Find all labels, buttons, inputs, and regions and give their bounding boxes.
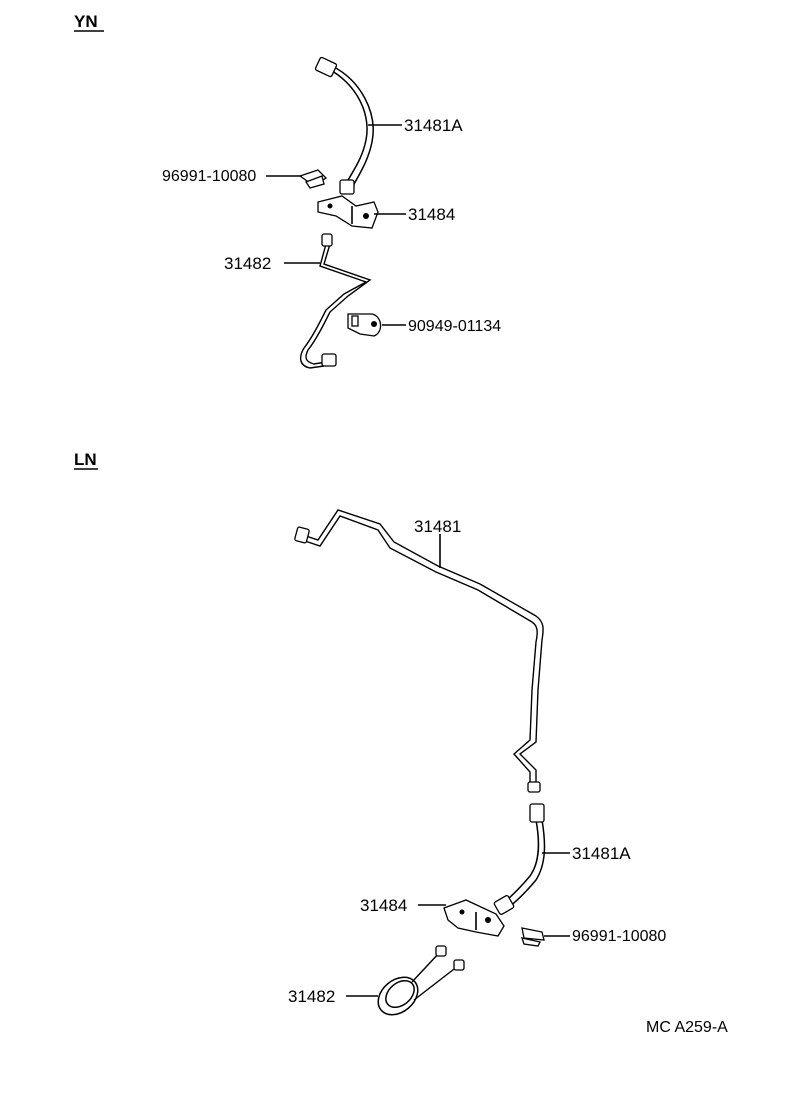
ln-bracket[interactable] <box>443 899 505 937</box>
label-ln-96991-10080: 96991-10080 <box>572 928 666 945</box>
label-ln-31481: 31481 <box>414 517 461 536</box>
section-title-yn: YN <box>74 12 98 31</box>
label-ln-31481A: 31481A <box>572 844 631 863</box>
section-ln: LN 31481 31481A 31484 <box>74 450 666 1022</box>
ln-long-tube[interactable] <box>294 509 544 793</box>
label-yn-90949-01134: 90949-01134 <box>408 318 501 335</box>
ln-flexible-hose[interactable] <box>493 803 546 915</box>
label-yn-31481A: 31481A <box>404 116 463 135</box>
section-yn: YN 31481A 96991-10080 31484 <box>74 12 501 369</box>
label-yn-31484: 31484 <box>408 205 455 224</box>
ln-coiled-tube[interactable] <box>371 945 465 1022</box>
yn-retainer[interactable] <box>347 313 382 337</box>
section-title-ln: LN <box>74 450 97 469</box>
label-ln-31484: 31484 <box>360 896 407 915</box>
yn-clip[interactable] <box>298 169 328 189</box>
label-yn-96991-10080: 96991-10080 <box>162 168 256 185</box>
label-ln-31482: 31482 <box>288 987 335 1006</box>
yn-flexible-hose[interactable] <box>314 56 374 195</box>
figure-code: MC A259-A <box>646 1019 728 1036</box>
yn-bracket[interactable] <box>317 195 379 229</box>
ln-clip[interactable] <box>521 927 545 947</box>
label-yn-31482: 31482 <box>224 254 271 273</box>
yn-brake-tube[interactable] <box>299 233 372 369</box>
